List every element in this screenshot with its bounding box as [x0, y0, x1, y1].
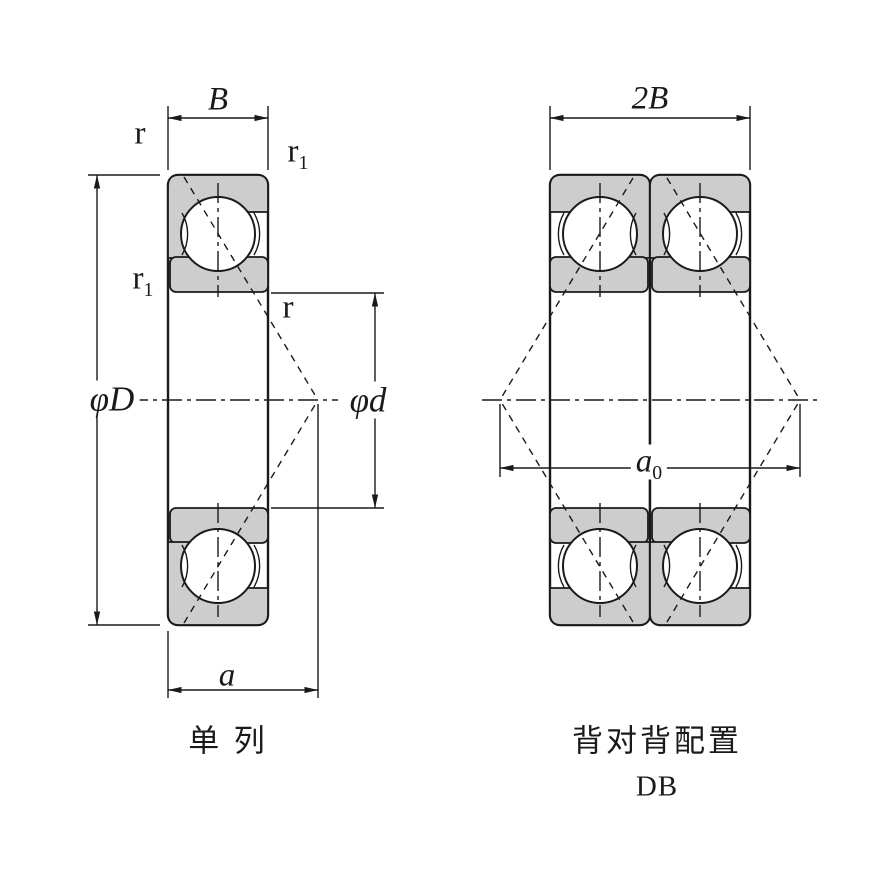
db-pair-diagram [482, 106, 818, 627]
contact-angle-line [666, 399, 801, 623]
dim-label-r1-left: r1 [132, 260, 154, 300]
contact-angle-line-bottom [183, 399, 319, 624]
dim-label-phid: φd [344, 381, 392, 419]
dim-label-a: a [218, 657, 236, 694]
label-subscript: 1 [143, 279, 154, 302]
dim-label-B: B [207, 81, 229, 118]
dim-label-r-top-left: r [134, 115, 146, 152]
contact-angle-line [499, 177, 634, 401]
db-arrangement-caption: 背对背配置 [572, 723, 742, 759]
single-row-caption: 单 列 [188, 723, 268, 759]
dim-label-phiD: φD [84, 380, 140, 418]
dim-label-a0: a0 [630, 443, 668, 483]
dim-label-r-inner: r [282, 289, 294, 326]
label-subscript: 1 [298, 152, 309, 175]
single-bearing-body [166, 173, 270, 627]
label-base: r [287, 133, 299, 170]
single-bearing-axis-lines [128, 176, 338, 624]
db-axis-lines [482, 177, 818, 623]
dim-label-2B: 2B [631, 80, 669, 117]
db-designation: DB [635, 770, 679, 803]
label-base: r [132, 260, 144, 297]
label-subscript: 0 [652, 462, 663, 485]
contact-angle-line [499, 399, 634, 623]
contact-angle-line [666, 177, 801, 401]
contact-angle-line-top [183, 176, 319, 401]
dim-label-r1-top-right: r1 [287, 133, 309, 173]
label-base: a [635, 443, 653, 480]
